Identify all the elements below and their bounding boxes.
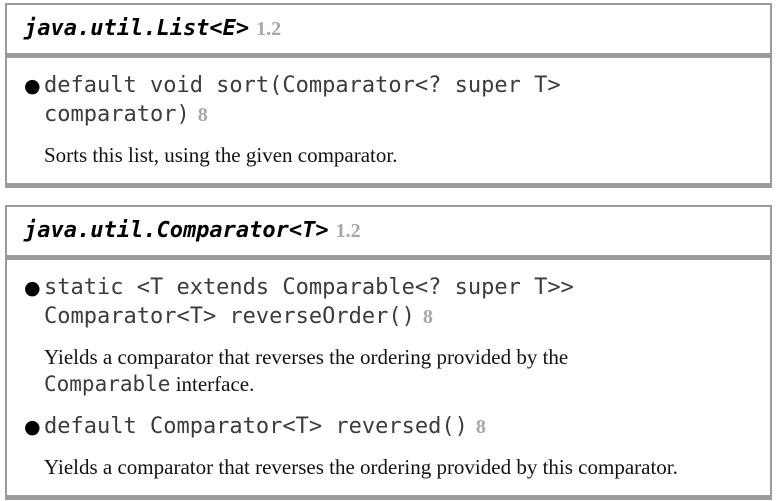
method-item: ●default void sort(Comparator<? super T>… (22, 71, 764, 169)
signature-line: default Comparator<T> reversed() 8 (44, 412, 764, 442)
signature-line: static <T extends Comparable<? super T>> (44, 273, 764, 302)
signature-text: static <T extends Comparable<? super T>> (44, 275, 574, 300)
method-signature: default void sort(Comparator<? super T>c… (44, 71, 764, 130)
api-box-header: java.util.List<E> 1.2 (7, 5, 770, 58)
method-list: ●static <T extends Comparable<? super T>… (7, 260, 770, 495)
bullet-icon: ● (24, 277, 41, 299)
signature-line: Comparator<T> reverseOrder() 8 (44, 302, 764, 332)
class-name: java.util.Comparator<T> (24, 218, 329, 243)
signature-text: comparator) (44, 102, 190, 127)
description-line: Comparable interface. (44, 371, 764, 398)
description-line: Sorts this list, using the given compara… (44, 142, 764, 169)
signature-line: comparator) 8 (44, 100, 764, 130)
method-item: ●static <T extends Comparable<? super T>… (22, 273, 764, 398)
description-text: interface. (170, 372, 255, 396)
method-description: Yields a comparator that reverses the or… (44, 344, 764, 398)
since-badge: 8 (197, 104, 208, 126)
since-badge: 8 (422, 306, 433, 328)
api-box-header: java.util.Comparator<T> 1.2 (7, 207, 770, 260)
method-description: Yields a comparator that reverses the or… (44, 454, 764, 481)
version-badge: 1.2 (256, 18, 282, 40)
signature-line: default void sort(Comparator<? super T> (44, 71, 764, 100)
signature-text: default Comparator<T> reversed() (44, 414, 468, 439)
description-text: Sorts this list, using the given compara… (44, 143, 398, 167)
bullet-icon: ● (24, 75, 41, 97)
method-list: ●default void sort(Comparator<? super T>… (7, 58, 770, 183)
method-signature: default Comparator<T> reversed() 8 (44, 412, 764, 442)
version-badge: 1.2 (335, 220, 361, 242)
signature-text: default void sort(Comparator<? super T> (44, 73, 561, 98)
description-line: Yields a comparator that reverses the or… (44, 344, 764, 371)
api-box: java.util.Comparator<T>1.2●static <T ext… (5, 205, 772, 500)
description-text: Yields a comparator that reverses the or… (44, 345, 569, 369)
signature-text: Comparator<T> reverseOrder() (44, 304, 415, 329)
description-line: Yields a comparator that reverses the or… (44, 454, 764, 481)
class-name: java.util.List<E> (24, 16, 250, 41)
method-description: Sorts this list, using the given compara… (44, 142, 764, 169)
since-badge: 8 (475, 416, 486, 438)
description-text: Yields a comparator that reverses the or… (44, 455, 678, 479)
inline-code: Comparable (44, 372, 171, 396)
bullet-icon: ● (24, 416, 41, 438)
method-signature: static <T extends Comparable<? super T>>… (44, 273, 764, 332)
api-box: java.util.List<E> 1.2 ●default void sort(C… (5, 3, 772, 188)
